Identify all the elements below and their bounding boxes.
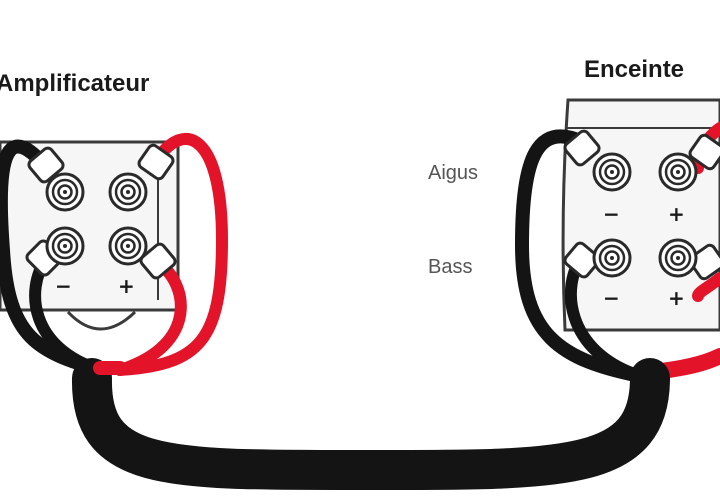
speaker-title: Enceinte [584,56,685,83]
amplifier-minus-sign: − [55,274,72,298]
binding-post-icon [108,172,148,212]
binding-post-icon [658,238,698,278]
amplifier-plus-sign: + [118,274,135,298]
speaker-bass-minus-sign: − [603,286,620,310]
amplifier-title: Amplificateur [0,70,150,97]
binding-post-icon [45,226,85,266]
binding-post-icon [658,152,698,192]
binding-post-icon [108,226,148,266]
binding-post-icon [592,238,632,278]
amplifier-wiring [0,133,228,377]
speaker-bass-plus-sign: + [668,286,685,310]
speaker-tweeter-plus-sign: + [668,202,685,226]
binding-post-icon [45,172,85,212]
tweeter-label: Aigus [428,162,479,184]
bass-label: Bass [428,256,473,278]
binding-post-icon [592,152,632,192]
speaker-tweeter-minus-sign: − [603,202,620,226]
speaker-cable-icon [71,358,670,491]
